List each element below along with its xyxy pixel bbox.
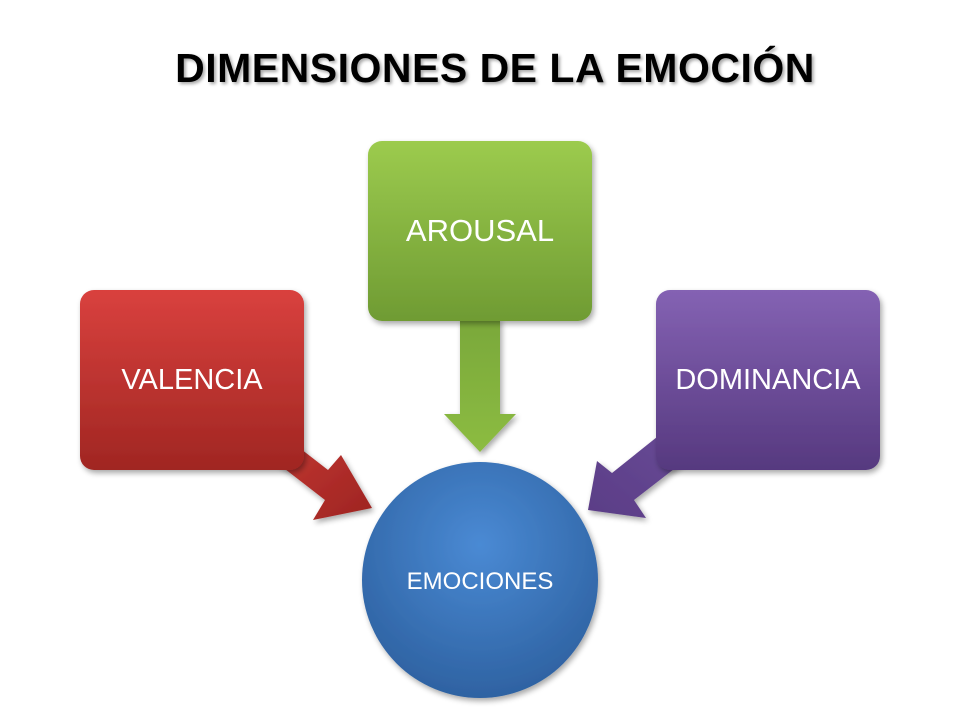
arrow-arousal-to-center	[444, 318, 516, 452]
node-arousal-label: AROUSAL	[406, 213, 554, 248]
center-node-emociones: EMOCIONES	[362, 462, 598, 698]
center-label: EMOCIONES	[407, 568, 554, 595]
node-dominancia: DOMINANCIA	[656, 290, 880, 470]
page-title: DIMENSIONES DE LA EMOCIÓN	[175, 45, 815, 91]
node-valencia: VALENCIA	[80, 290, 304, 470]
node-arousal: AROUSAL	[368, 141, 592, 321]
node-dominancia-label: DOMINANCIA	[675, 364, 861, 396]
node-valencia-label: VALENCIA	[121, 364, 263, 396]
